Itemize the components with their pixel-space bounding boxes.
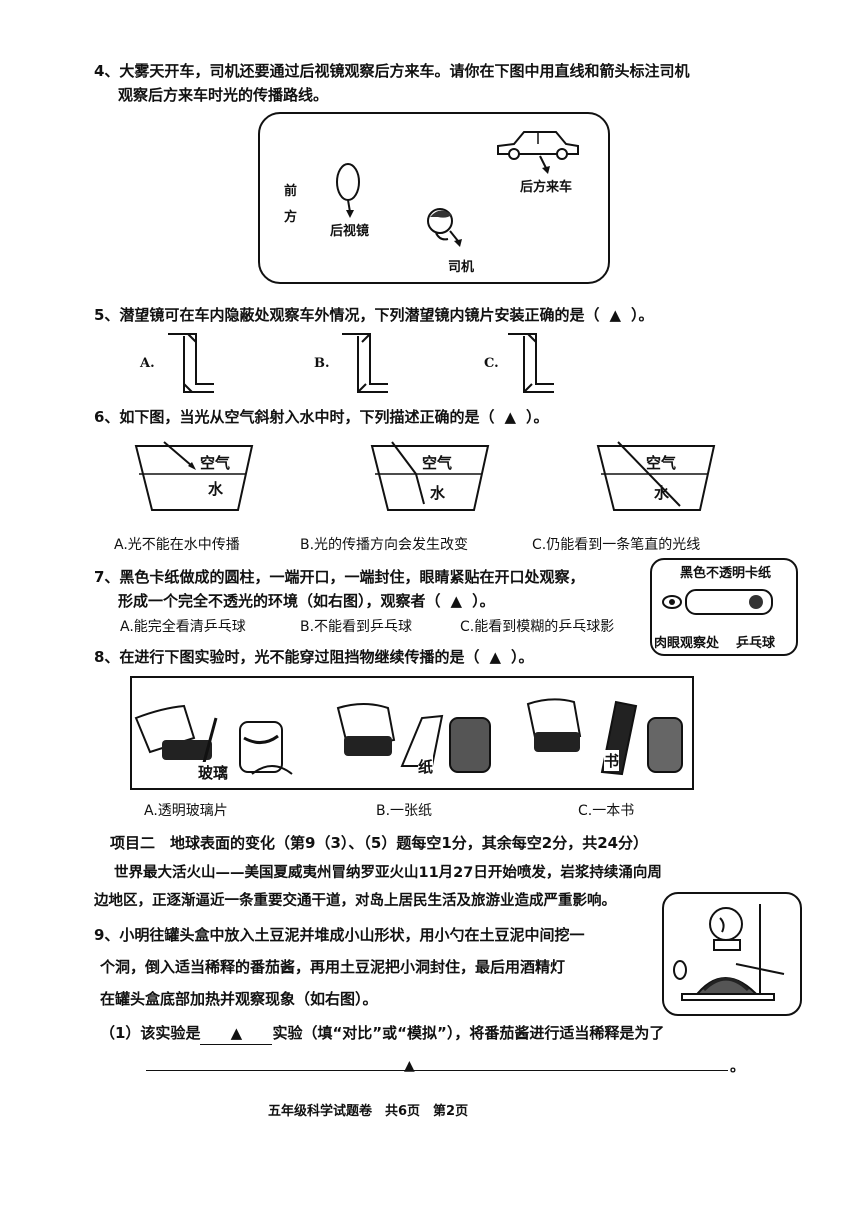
q9-end-mark: 。 [730, 1057, 746, 1075]
q5-close: ）。 [631, 306, 654, 324]
q8-panel-label-b: 纸 [418, 756, 434, 777]
q9-line2: 个洞，倒入适当稀释的番茄酱，再用土豆泥把小洞封住，最后用酒精灯 [100, 958, 566, 976]
q7-option-a[interactable]: A.能完全看清乒乓球 [120, 619, 246, 635]
q4-front-label: 前 [284, 184, 298, 199]
q8-close: ）。 [511, 648, 534, 666]
periscope-a-icon [168, 333, 214, 393]
q4-mirror-label: 后视镜 [330, 224, 370, 239]
q7-eye-label: 肉眼观察处 [654, 636, 720, 651]
q5-question: 5、潜望镜可在车内隐蔽处观察车外情况，下列潜望镜内镜片安装正确的是（ ▲ ）。 [94, 304, 654, 326]
q7-figure [650, 558, 798, 656]
q4-car-label: 后方来车 [520, 180, 573, 195]
q5-option-a[interactable]: A. [140, 356, 155, 371]
q8-option-a[interactable]: A.透明玻璃片 [144, 803, 228, 819]
q5-option-c[interactable]: C. [484, 356, 499, 371]
q6-water-label-a: 水 [208, 480, 224, 498]
page-footer: 五年级科学试题卷 共6页 第2页 [268, 1104, 469, 1119]
q7-option-c[interactable]: C.能看到模糊的乒乓球影 [460, 619, 615, 635]
q4-driver-label: 司机 [448, 260, 475, 275]
q8-figure [130, 676, 694, 790]
q5-option-b[interactable]: B. [314, 356, 330, 371]
cylinder-icon [662, 589, 773, 615]
q8-option-b[interactable]: B.一张纸 [376, 803, 433, 819]
q4-line1: 4、大雾天开车，司机还要通过后视镜观察后方来车。请你在下图中用直线和箭头标注司机 [94, 62, 690, 80]
q6-option-c[interactable]: C.仍能看到一条笔直的光线 [532, 537, 701, 553]
q9-sub1: （1）该实验是▲实验（填“对比”或“模拟”），将番茄酱进行适当稀释是为了 [100, 1022, 664, 1045]
q8-panel-label-a: 玻璃 [198, 762, 229, 783]
mirror-icon [336, 163, 360, 218]
q6-air-label-b: 空气 [422, 454, 453, 472]
q7-line1: 7、黑色卡纸做成的圆柱，一端开口，一端封住，眼睛紧贴在开口处观察， [94, 568, 585, 586]
q7-line2: 形成一个完全不透光的环境（如右图），观察者（ ▲ ）。 [118, 590, 495, 612]
q7-card-label: 黑色不透明卡纸 [680, 566, 772, 581]
q9-figure [662, 892, 802, 1016]
q9-sub1-suffix: 实验（填“对比”或“模拟”），将番茄酱进行适当稀释是为了 [272, 1024, 665, 1042]
q6-close: ）。 [526, 408, 549, 426]
q5-text: 5、潜望镜可在车内隐蔽处观察车外情况，下列潜望镜内镜片安装正确的是（ [94, 306, 600, 324]
q6-water-label-b: 水 [430, 484, 446, 502]
section2-title: 项目二 地球表面的变化（第9（3）、（5）题每空1分，其余每空2分，共24分） [110, 834, 649, 852]
q9-answer-blank-1[interactable]: ▲ [200, 1022, 273, 1045]
q6-water-label-c: 水 [654, 484, 670, 502]
q6-air-label-a: 空气 [200, 454, 231, 472]
q8-blank: ▲ [489, 648, 501, 666]
q5-blank: ▲ [609, 306, 621, 324]
q9-line1: 9、小明往罐头盒中放入土豆泥并堆成小山形状，用小勺在土豆泥中间挖一 [94, 926, 585, 944]
q7-line2-text: 形成一个完全不透光的环境（如右图），观察者（ [118, 592, 441, 610]
q7-close: ）。 [472, 592, 495, 610]
car-icon [497, 131, 579, 174]
q7-option-b[interactable]: B.不能看到乒乓球 [300, 619, 413, 635]
section2-para1: 世界最大活火山——美国夏威夷州冒纳罗亚火山11月27日开始喷发，岩浆持续涌向周 [114, 865, 662, 881]
q7-ball-label: 乒乓球 [736, 636, 776, 651]
q6-question: 6、如下图，当光从空气斜射入水中时，下列描述正确的是（ ▲ ）。 [94, 406, 549, 428]
q4-figure [258, 112, 610, 284]
q7-blank: ▲ [450, 592, 463, 610]
q6-air-label-c: 空气 [646, 454, 677, 472]
q6-option-a[interactable]: A.光不能在水中传播 [114, 537, 240, 553]
refraction-c-diagram [596, 441, 716, 511]
q9-sub1-prefix: （1）该实验是 [100, 1024, 201, 1042]
q4-line2: 观察后方来车时光的传播路线。 [118, 86, 329, 104]
periscope-c-icon [508, 333, 554, 393]
q8-panel-label-c: 书 [604, 750, 620, 771]
refraction-b-diagram [370, 441, 490, 511]
q8-option-c[interactable]: C.一本书 [578, 803, 635, 819]
q8-panels-illustration [134, 698, 683, 776]
q9-line3: 在罐头盒底部加热并观察现象（如右图）。 [100, 990, 378, 1008]
volcano-experiment-icon [673, 904, 785, 1001]
q6-option-b[interactable]: B.光的传播方向会发生改变 [300, 537, 469, 553]
q4-front-label-2: 方 [284, 210, 298, 225]
driver-icon [427, 208, 462, 247]
q9-answer-blank-2[interactable] [146, 1070, 728, 1071]
section2-para2: 边地区，正逐渐逼近一条重要交通干道，对岛上居民生活及旅游业造成严重影响。 [94, 893, 616, 909]
periscope-b-icon [342, 333, 388, 393]
q9-blank-marker: ▲ [404, 1058, 415, 1074]
q8-question: 8、在进行下图实验时，光不能穿过阻挡物继续传播的是（ ▲ ）。 [94, 646, 534, 668]
q6-blank: ▲ [504, 408, 516, 426]
refraction-a-diagram [134, 441, 254, 511]
q6-text: 6、如下图，当光从空气斜射入水中时，下列描述正确的是（ [94, 408, 495, 426]
q8-text: 8、在进行下图实验时，光不能穿过阻挡物继续传播的是（ [94, 648, 480, 666]
